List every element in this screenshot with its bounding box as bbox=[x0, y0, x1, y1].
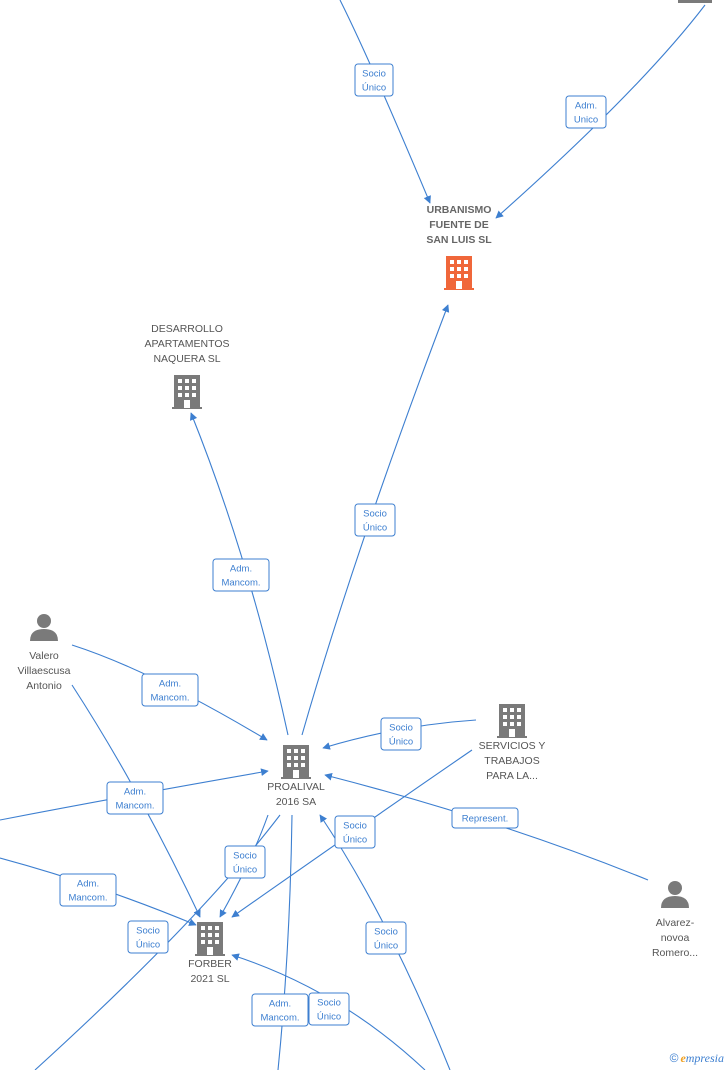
company-node-desarrollo[interactable]: DESARROLLO APARTAMENTOS NAQUERA SL bbox=[145, 323, 230, 409]
edge-label-text: Mancom. bbox=[150, 693, 189, 704]
edge-label-text: Único bbox=[317, 1012, 341, 1023]
person-name-line: Romero... bbox=[652, 947, 698, 959]
person-icon bbox=[661, 881, 689, 908]
building-icon bbox=[172, 375, 202, 409]
edge-label-text: Mancom. bbox=[115, 801, 154, 812]
building-icon bbox=[497, 704, 527, 738]
building-icon bbox=[195, 922, 225, 956]
edge-label-text: Socio bbox=[233, 851, 257, 862]
brand-logo-text: mpresia bbox=[685, 1051, 724, 1065]
edge-label-text: Unico bbox=[574, 115, 598, 126]
edge-label-text: Socio bbox=[317, 998, 341, 1009]
company-name-line: NAQUERA SL bbox=[153, 353, 220, 365]
offscreen-building-icon bbox=[678, 0, 712, 3]
person-name-line: Villaescusa bbox=[18, 665, 71, 677]
company-name-line: URBANISMO bbox=[427, 204, 492, 216]
edge-label-text: Mancom. bbox=[221, 578, 260, 589]
person-name-line: Valero bbox=[29, 650, 59, 662]
edge-label-e5[interactable]: Adm. Mancom. bbox=[141, 673, 199, 707]
company-name-line: FORBER bbox=[188, 958, 232, 970]
edges-layer bbox=[0, 0, 706, 1070]
person-icon bbox=[30, 614, 58, 641]
edge-label-text: Único bbox=[343, 835, 367, 846]
company-name-line: SAN LUIS SL bbox=[426, 234, 492, 246]
edge-label-e2[interactable]: Adm. Unico bbox=[565, 95, 607, 129]
person-name-line: Alvarez- bbox=[656, 917, 695, 929]
edge-line bbox=[34, 814, 281, 1070]
edge-label-e8[interactable]: Represent. bbox=[451, 807, 519, 829]
brand-logo-initial: e bbox=[680, 1051, 686, 1065]
person-name-line: novoa bbox=[661, 932, 690, 944]
edge-label-text: Socio bbox=[374, 927, 398, 938]
edge-label-text: Adm. bbox=[77, 879, 99, 890]
edge-label-text: Único bbox=[374, 941, 398, 952]
edge-label-text: Único bbox=[362, 83, 386, 94]
company-node-proalival[interactable]: PROALIVAL 2016 SA bbox=[267, 745, 325, 808]
edge-label-text: Socio bbox=[343, 821, 367, 832]
company-name-line: 2021 SL bbox=[190, 973, 229, 985]
edge-label-text: Único bbox=[389, 737, 413, 748]
company-name-line: FUENTE DE bbox=[429, 219, 489, 231]
edge-label-text: Único bbox=[233, 865, 257, 876]
company-name-line: DESARROLLO bbox=[151, 323, 223, 335]
edge-label-e7[interactable]: Adm. Mancom. bbox=[106, 781, 164, 815]
edge-label-e11[interactable]: Adm. Mancom. bbox=[59, 873, 117, 907]
copyright-icon: © bbox=[669, 1051, 679, 1065]
edge-labels-layer: SocioÚnicoAdm.UnicoSocioÚnicoAdm.Mancom.… bbox=[59, 63, 607, 1027]
person-name-line: Antonio bbox=[26, 680, 62, 692]
edge-label-text: Socio bbox=[389, 723, 413, 734]
building-icon bbox=[444, 256, 474, 290]
nodes-layer: URBANISMO FUENTE DE SAN LUIS SL DESARROLLO A… bbox=[18, 204, 699, 985]
edge-label-text: Único bbox=[363, 523, 387, 534]
edge-label-text: Único bbox=[136, 940, 160, 951]
edge-label-text: Adm. bbox=[575, 101, 597, 112]
edge-label-text: Mancom. bbox=[68, 893, 107, 904]
edge-line bbox=[339, 0, 431, 204]
edge-label-e14[interactable]: Adm. Mancom. bbox=[251, 993, 309, 1027]
company-name-line: PROALIVAL bbox=[267, 781, 325, 793]
company-name-line: PARA LA... bbox=[486, 770, 538, 782]
company-name-line: SERVICIOS Y bbox=[479, 740, 546, 752]
company-node-servicios[interactable]: SERVICIOS Y TRABAJOS PARA LA... bbox=[479, 704, 546, 782]
company-node-urbanismo[interactable]: URBANISMO FUENTE DE SAN LUIS SL bbox=[426, 204, 492, 290]
company-name-line: 2016 SA bbox=[276, 796, 316, 808]
brand-footer: ©empresia bbox=[670, 1051, 724, 1066]
edge-label-text: Adm. bbox=[159, 679, 181, 690]
building-icon bbox=[281, 745, 311, 779]
edge-label-text: Socio bbox=[136, 926, 160, 937]
person-node-alvarez[interactable]: Alvarez-novoaRomero... bbox=[652, 881, 698, 959]
edge-line bbox=[495, 4, 706, 219]
edge-label-text: Adm. bbox=[124, 787, 146, 798]
edge-label-text: Adm. bbox=[269, 999, 291, 1010]
edge-label-e4[interactable]: Adm. Mancom. bbox=[212, 558, 270, 592]
company-name-line: TRABAJOS bbox=[484, 755, 539, 767]
company-name-line: APARTAMENTOS bbox=[145, 338, 230, 350]
edge-label-text: Adm. bbox=[230, 564, 252, 575]
edge-label-text: Socio bbox=[362, 69, 386, 80]
company-node-forber[interactable]: FORBER 2021 SL bbox=[188, 922, 232, 985]
edge-label-text: Represent. bbox=[462, 814, 508, 825]
edge-label-text: Socio bbox=[363, 509, 387, 520]
edge-line bbox=[277, 814, 293, 1070]
edge-label-text: Mancom. bbox=[260, 1013, 299, 1024]
